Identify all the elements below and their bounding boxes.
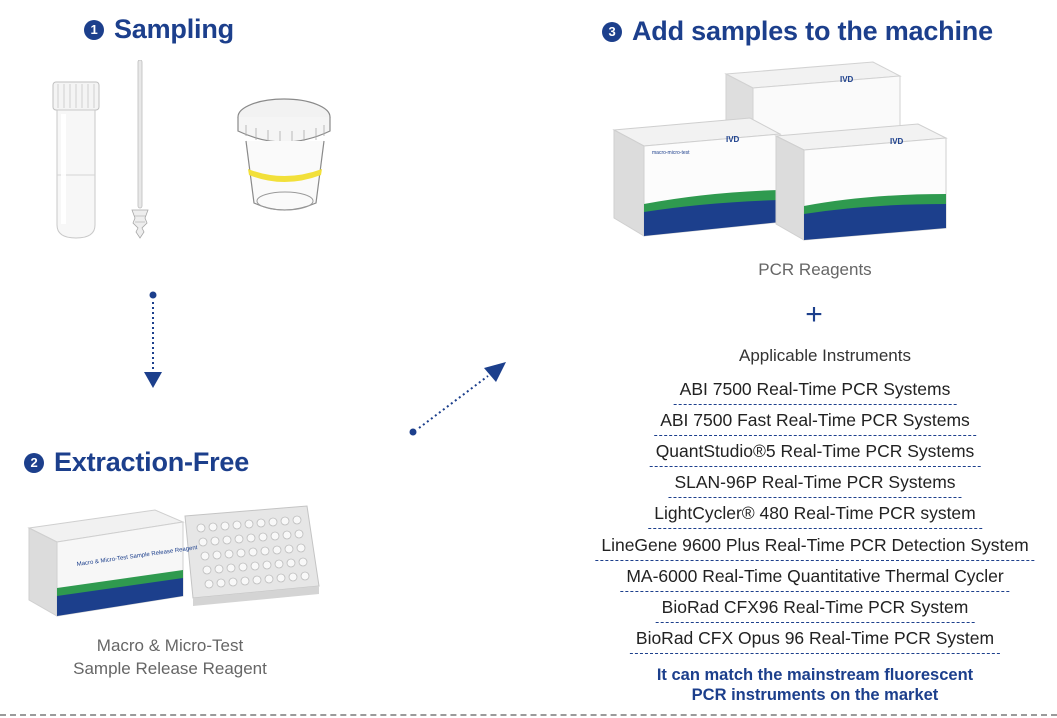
sample-release-reagent-illustration: Macro & Micro-Test Sample Release Reagen… [27, 505, 320, 617]
instrument-item: BioRad CFX96 Real-Time PCR System [655, 595, 975, 623]
compatibility-note: It can match the mainstream fluorescent … [600, 665, 1030, 705]
extraction-caption: Macro & Micro-Test Sample Release Reagen… [40, 634, 300, 680]
instrument-item: MA-6000 Real-Time Quantitative Thermal C… [620, 564, 1010, 592]
left-box-ivd: IVD [726, 135, 740, 144]
step-2-number: 2 [24, 452, 44, 473]
step-1-title: 1 Sampling [84, 14, 234, 45]
instrument-item: BioRad CFX Opus 96 Real-Time PCR System [629, 626, 1001, 654]
step-3-title: 3 Add samples to the machine [602, 16, 993, 47]
plus-sign: + [805, 298, 823, 331]
sample-tube-illustration [52, 81, 100, 239]
down-arrow [144, 291, 162, 388]
compatibility-note-line-1: It can match the mainstream fluorescent [656, 666, 974, 684]
instrument-item: QuantStudio®5 Real-Time PCR Systems [649, 439, 981, 467]
step-3-number: 3 [602, 21, 622, 42]
swab-illustration [131, 60, 149, 239]
diagonal-arrow [409, 362, 506, 436]
instrument-item: SLAN-96P Real-Time PCR Systems [668, 470, 962, 498]
step-3-label: Add samples to the machine [632, 16, 993, 46]
instrument-item: LightCycler® 480 Real-Time PCR system [648, 501, 982, 529]
pcr-reagents-illustration: IVD IVD macro-micro-test IVD [612, 61, 948, 241]
back-box-ivd: IVD [840, 75, 854, 84]
extraction-caption-line-1: Macro & Micro-Test [96, 636, 244, 655]
step-2-label: Extraction-Free [54, 447, 250, 477]
pcr-reagents-caption: PCR Reagents [758, 260, 872, 279]
instrument-item: ABI 7500 Real-Time PCR Systems [673, 377, 957, 405]
compatibility-note-line-2: PCR instruments on the market [691, 686, 939, 704]
left-box-brand: macro-micro-test [652, 150, 690, 156]
instruments-heading: Applicable Instruments [739, 346, 911, 365]
step-2-title: 2 Extraction-Free [24, 447, 249, 478]
extraction-caption-line-2: Sample Release Reagent [73, 659, 267, 678]
instrument-item: LineGene 9600 Plus Real-Time PCR Detecti… [595, 533, 1035, 561]
step-1-number: 1 [84, 19, 104, 40]
bottom-divider [0, 714, 1057, 716]
sample-cup-illustration [237, 98, 331, 211]
instrument-item: ABI 7500 Fast Real-Time PCR Systems [654, 408, 976, 436]
step-1-label: Sampling [114, 14, 234, 44]
right-box-ivd: IVD [890, 137, 904, 146]
